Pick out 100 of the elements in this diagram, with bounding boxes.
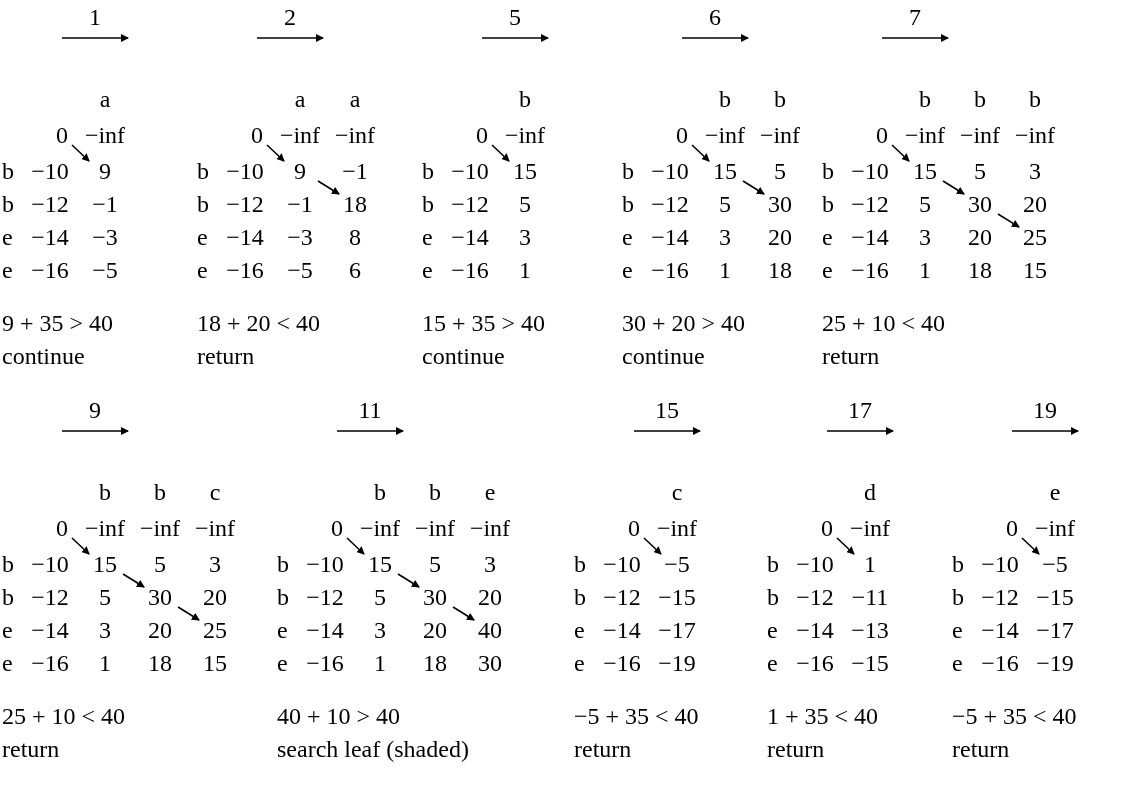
step-number: 11 (358, 397, 382, 423)
score-value: −inf (194, 515, 236, 541)
column-letter: b (974, 86, 986, 112)
row-letter: e (952, 617, 963, 643)
score-value: 15 (368, 551, 392, 577)
score-value: −14 (306, 617, 344, 643)
action-text: return (822, 343, 880, 369)
row-letter: e (574, 650, 585, 676)
score-value: −14 (851, 224, 889, 250)
score-value: 15 (713, 158, 737, 184)
score-value: −12 (651, 191, 689, 217)
score-value: −inf (1034, 515, 1076, 541)
row-letter: e (2, 650, 13, 676)
score-value: −12 (851, 191, 889, 217)
score-value: 20 (968, 224, 992, 250)
row-letter: b (197, 191, 209, 217)
row-letter: e (952, 650, 963, 676)
score-value: 9 (294, 158, 306, 184)
score-value: −inf (84, 122, 126, 148)
row-letter: b (197, 158, 209, 184)
score-value: −1 (287, 191, 313, 217)
score-value: −12 (603, 584, 641, 610)
score-value: 40 (478, 617, 502, 643)
column-letter: b (154, 479, 166, 505)
row-letter: e (622, 224, 633, 250)
action-text: continue (622, 343, 705, 369)
score-value: −16 (226, 257, 264, 283)
row-letter: e (622, 257, 633, 283)
score-value: 15 (913, 158, 937, 184)
score-value: −10 (31, 158, 69, 184)
row-letter: b (277, 584, 289, 610)
row-letter: e (822, 257, 833, 283)
score-value: 3 (484, 551, 496, 577)
score-value: −19 (1036, 650, 1074, 676)
score-value: 0 (476, 122, 488, 148)
score-value: −16 (796, 650, 834, 676)
row-letter: e (422, 224, 433, 250)
score-value: −16 (981, 650, 1019, 676)
step-number: 6 (709, 4, 721, 30)
row-letter: b (767, 584, 779, 610)
score-value: 1 (864, 551, 876, 577)
score-value: −16 (851, 257, 889, 283)
row-letter: b (2, 584, 14, 610)
step-number: 15 (655, 397, 679, 423)
score-value: −inf (139, 515, 181, 541)
row-letter: b (574, 584, 586, 610)
score-value: −15 (658, 584, 696, 610)
score-value: 5 (519, 191, 531, 217)
row-letter: e (574, 617, 585, 643)
score-value: −10 (451, 158, 489, 184)
step-number: 9 (89, 397, 101, 423)
score-value: −10 (306, 551, 344, 577)
score-value: 18 (968, 257, 992, 283)
score-value: 3 (919, 224, 931, 250)
score-value: −17 (1036, 617, 1074, 643)
score-value: −10 (651, 158, 689, 184)
score-value: −10 (796, 551, 834, 577)
score-value: 30 (148, 584, 172, 610)
column-letter: a (99, 86, 111, 112)
score-value: 0 (56, 122, 68, 148)
score-value: −inf (759, 122, 801, 148)
action-text: continue (2, 343, 85, 369)
step-number: 1 (89, 4, 101, 30)
score-value: 1 (719, 257, 731, 283)
score-value: 6 (349, 257, 361, 283)
row-letter: e (2, 257, 13, 283)
row-letter: e (767, 650, 778, 676)
score-value: −11 (851, 584, 889, 610)
score-value: 25 (1023, 224, 1047, 250)
column-letter: d (864, 479, 876, 505)
score-value: −12 (306, 584, 344, 610)
score-value: −inf (656, 515, 698, 541)
row-letter: b (622, 191, 634, 217)
row-letter: b (2, 191, 14, 217)
score-value: −14 (603, 617, 641, 643)
score-value: −inf (359, 515, 401, 541)
score-value: 20 (768, 224, 792, 250)
score-value: 20 (1023, 191, 1047, 217)
score-value: −17 (658, 617, 696, 643)
score-value: 30 (768, 191, 792, 217)
score-value: −16 (31, 650, 69, 676)
action-text: return (767, 736, 825, 762)
score-value: −inf (904, 122, 946, 148)
score-value: −5 (1042, 551, 1068, 577)
score-value: −12 (451, 191, 489, 217)
score-value: 30 (423, 584, 447, 610)
score-value: −10 (981, 551, 1019, 577)
score-value: −16 (451, 257, 489, 283)
score-value: −14 (451, 224, 489, 250)
score-value: −14 (796, 617, 834, 643)
score-value: 18 (423, 650, 447, 676)
score-value: 1 (99, 650, 111, 676)
score-value: −1 (92, 191, 118, 217)
condition-text: 9 + 35 > 40 (2, 310, 114, 336)
score-value: −12 (31, 584, 69, 610)
score-value: 5 (774, 158, 786, 184)
score-value: 0 (821, 515, 833, 541)
score-value: −16 (31, 257, 69, 283)
column-letter: b (519, 86, 531, 112)
step-number: 2 (284, 4, 296, 30)
